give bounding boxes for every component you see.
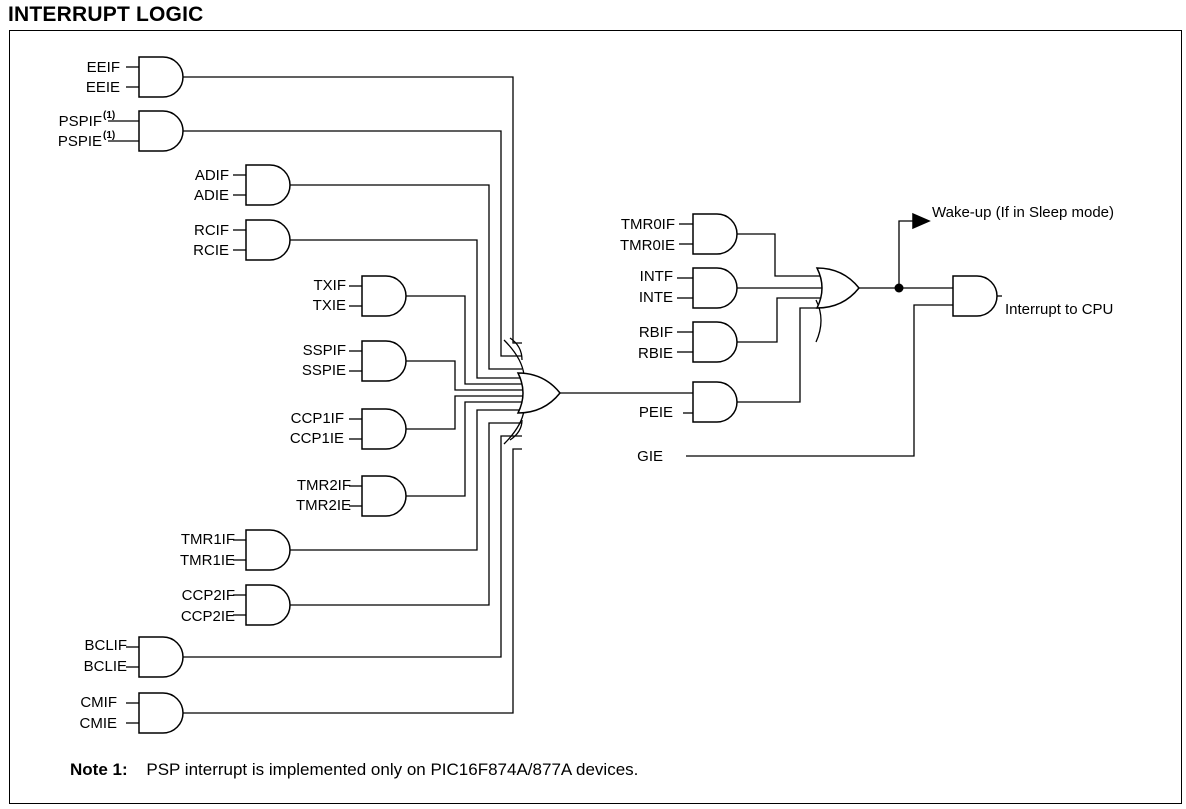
global-or-gate	[815, 267, 860, 309]
peie-and-gate	[692, 381, 738, 423]
cmif-to-or-wire	[183, 448, 522, 714]
rb-and-gate	[692, 321, 738, 363]
wires	[108, 66, 1002, 724]
sspif-label: SSPIF	[303, 342, 346, 359]
tmr1if-label: TMR1IF	[181, 531, 235, 548]
txif-and-gate	[361, 275, 407, 317]
tmr2if-label: TMR2IF	[297, 477, 351, 494]
tmr1if-and-gate	[245, 529, 291, 571]
rcif-to-or-wire	[290, 239, 528, 379]
eeif-label: EEIF	[87, 59, 120, 76]
tmr0-and-gate	[692, 213, 738, 255]
sspif-and-gate	[361, 340, 407, 382]
pspie-footnote: (1)	[103, 130, 115, 141]
gie-wire	[686, 304, 953, 457]
cmif-and-gate	[138, 692, 184, 734]
txif-label: TXIF	[314, 277, 347, 294]
peripheral-or-gate	[516, 372, 561, 414]
sspif-to-or-wire	[406, 360, 528, 391]
int-and-gate	[692, 267, 738, 309]
peie-to-or-wire	[737, 307, 820, 403]
pspif-and-gate	[138, 110, 184, 152]
eeif-to-or-wire	[183, 76, 522, 344]
rcie-label: RCIE	[193, 242, 229, 259]
gie-label: GIE	[637, 448, 663, 465]
adie-label: ADIE	[194, 187, 229, 204]
peie-label: PEIE	[639, 404, 673, 421]
ccp1if-label: CCP1IF	[291, 410, 344, 427]
interrupt-to-cpu-label: Interrupt to CPU	[1005, 301, 1113, 318]
eeie-label: EEIE	[86, 79, 120, 96]
tmr2if-to-or-wire	[406, 401, 528, 497]
final-and-gate	[952, 275, 998, 317]
tmr0if-label: TMR0IF	[621, 216, 675, 233]
signal-labels: EEIF EEIE PSPIF (1) PSPIE (1) ADIF ADIE …	[58, 59, 1114, 732]
adif-label: ADIF	[195, 167, 229, 184]
footnote: Note 1: PSP interrupt is implemented onl…	[70, 760, 638, 780]
or-extension-bottom	[509, 419, 523, 441]
bclif-and-gate	[138, 636, 184, 678]
or-extension-top	[509, 337, 523, 361]
gates	[138, 56, 998, 734]
ccp1if-to-or-wire	[406, 395, 528, 430]
rcif-label: RCIF	[194, 222, 229, 239]
tmr1ie-label: TMR1IE	[180, 552, 235, 569]
ccp2if-to-or-wire	[290, 422, 522, 606]
tmr0-to-or-wire	[737, 233, 822, 277]
wakeup-label: Wake-up (If in Sleep mode)	[932, 204, 1114, 221]
tmr2ie-label: TMR2IE	[296, 497, 351, 514]
junction-dot	[894, 283, 904, 293]
tmr2if-and-gate	[361, 475, 407, 517]
rcif-and-gate	[245, 219, 291, 261]
tmr0ie-label: TMR0IE	[620, 237, 675, 254]
eeif-and-gate	[138, 56, 184, 98]
bclie-label: BCLIE	[84, 658, 127, 675]
rbif-label: RBIF	[639, 324, 673, 341]
ccp2if-label: CCP2IF	[182, 587, 235, 604]
or-ext-arc-1	[503, 339, 525, 376]
bclif-label: BCLIF	[84, 637, 127, 654]
pspie-label: PSPIE	[58, 133, 102, 150]
ccp1ie-label: CCP1IE	[290, 430, 344, 447]
diagram-title: INTERRUPT LOGIC	[8, 3, 204, 26]
txie-label: TXIE	[313, 297, 346, 314]
wakeup-wire	[898, 220, 915, 288]
tmr1if-to-or-wire	[290, 409, 528, 551]
note-label: Note 1:	[70, 760, 128, 779]
rb-to-or-wire	[737, 297, 822, 343]
inte-label: INTE	[639, 289, 673, 306]
ccp2ie-label: CCP2IE	[181, 608, 235, 625]
cmie-label: CMIE	[80, 715, 118, 732]
ccp2if-and-gate	[245, 584, 291, 626]
diagram-frame	[9, 30, 1182, 804]
sspie-label: SSPIE	[302, 362, 346, 379]
wakeup-arrow	[912, 212, 931, 230]
rbie-label: RBIE	[638, 345, 673, 362]
pspif-label: PSPIF	[59, 113, 102, 130]
cmif-label: CMIF	[80, 694, 117, 711]
adif-to-or-wire	[290, 184, 522, 370]
adif-and-gate	[245, 164, 291, 206]
or2-extension-arc	[815, 299, 822, 343]
note-text: PSP interrupt is implemented only on PIC…	[146, 760, 639, 779]
intf-label: INTF	[640, 268, 673, 285]
ccp1if-and-gate	[361, 408, 407, 450]
pspif-to-or-wire	[183, 130, 522, 357]
pspif-footnote: (1)	[103, 110, 115, 121]
txif-to-or-wire	[406, 295, 528, 385]
